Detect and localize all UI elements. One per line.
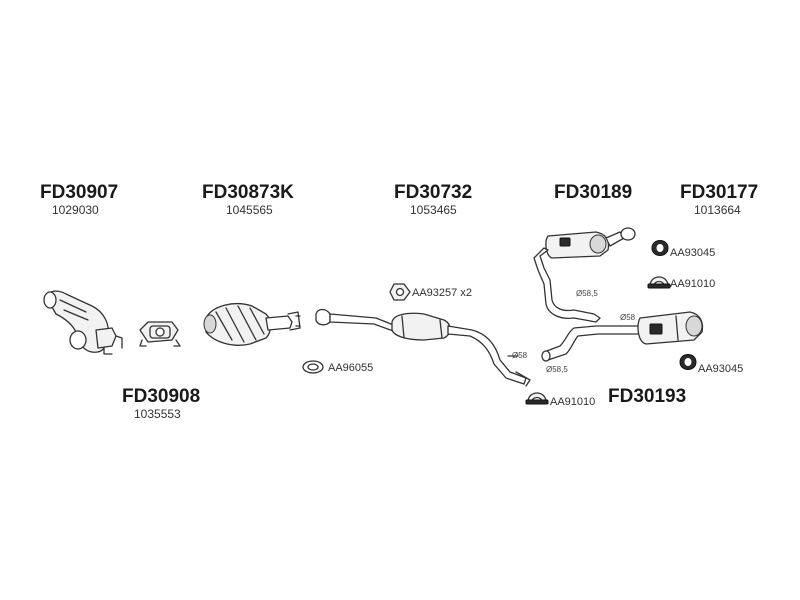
rubber-hanger-icon — [651, 240, 669, 256]
gasket-icon — [389, 283, 411, 301]
oem-code-fd30907: 1029030 — [52, 203, 99, 217]
sealing-ring-icon — [302, 360, 324, 374]
accessory-code-hanger-upper: AA93045 — [670, 247, 715, 259]
part-code-fd30732: FD30732 — [394, 182, 472, 203]
accessory-code-clamp-upper: AA91010 — [670, 278, 715, 290]
center-pipe-middle-silencer-drawing: Ø58 — [315, 308, 531, 387]
part-code-fd30873k: FD30873K — [202, 182, 294, 203]
oem-code-fd30732: 1053465 — [410, 203, 457, 217]
catalytic-converter-drawing — [203, 303, 301, 346]
oem-code-fd30873k: 1045565 — [226, 203, 273, 217]
oem-code-fd30908: 1035553 — [134, 407, 181, 421]
clamp-icon — [525, 392, 549, 405]
exhaust-manifold-drawing — [43, 290, 123, 355]
upper-rear-silencer-drawing: Ø58,5 — [533, 227, 636, 323]
part-code-fd30189: FD30189 — [554, 182, 632, 203]
clamp-icon — [647, 276, 671, 289]
accessory-code-sealing-ring: AA96055 — [328, 362, 373, 374]
oem-code-fd30177: 1013664 — [694, 203, 741, 217]
dimension-label-lower-pipe: Ø58,5 — [546, 365, 568, 374]
part-code-fd30193: FD30193 — [608, 386, 686, 407]
dimension-label-upper-pipe: Ø58,5 — [576, 289, 598, 298]
rubber-hanger-icon — [679, 354, 697, 370]
part-code-fd30177: FD30177 — [680, 182, 758, 203]
rear-pipe-rear-silencer-drawing: Ø58,5 Ø58 — [541, 311, 704, 374]
front-pipe-flange-drawing — [139, 321, 181, 347]
part-code-fd30908: FD30908 — [122, 386, 200, 407]
dimension-label-center-pipe: Ø58 — [512, 351, 528, 360]
accessory-code-clamp-lower: AA91010 — [550, 396, 595, 408]
accessory-code-gasket: AA93257 x2 — [412, 287, 472, 299]
dimension-label-rear-pipe: Ø58 — [620, 313, 636, 322]
part-code-fd30907: FD30907 — [40, 182, 118, 203]
accessory-code-hanger-lower: AA93045 — [698, 363, 743, 375]
